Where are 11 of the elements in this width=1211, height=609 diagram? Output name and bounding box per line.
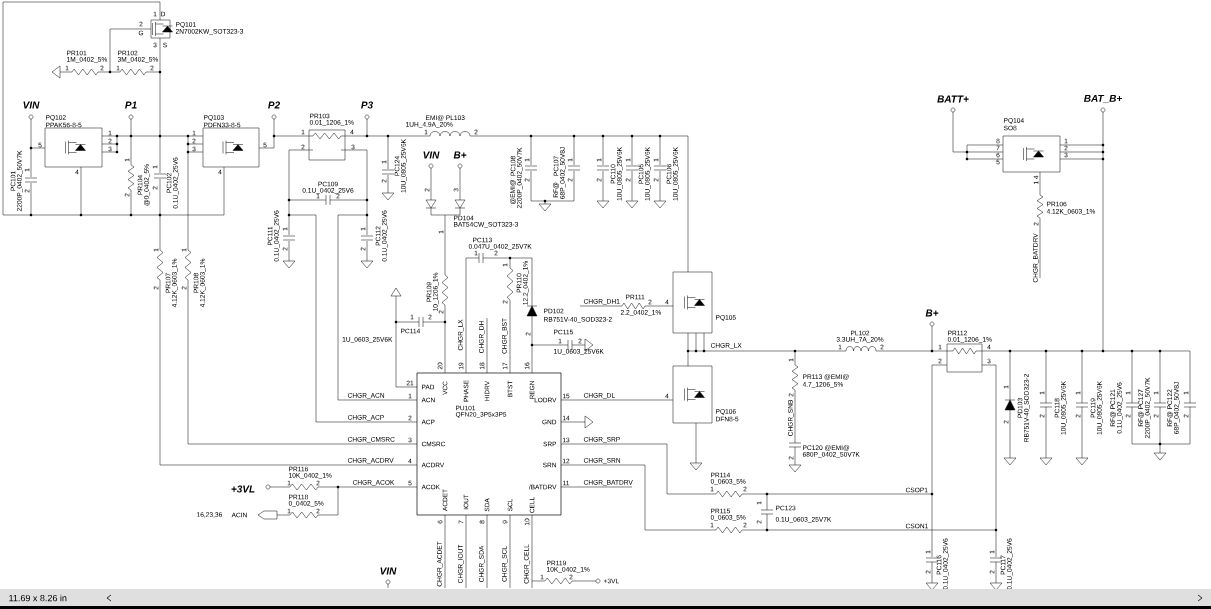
power-port-label: B+ [925, 309, 939, 317]
power-port-label: P1 [125, 101, 137, 109]
power-port-label: BATT+ [937, 95, 969, 103]
power-port-label: P3 [361, 101, 373, 109]
power-port-label: VIN [423, 151, 440, 159]
power-port-label: B+ [453, 151, 467, 159]
power-port-label: VIN [23, 101, 40, 109]
power-port-label: P2 [268, 101, 280, 109]
power-port-label: BAT_B+ [1083, 94, 1122, 104]
power-port-label: +3VL [231, 485, 255, 493]
power-port-label: VIN [380, 567, 397, 575]
